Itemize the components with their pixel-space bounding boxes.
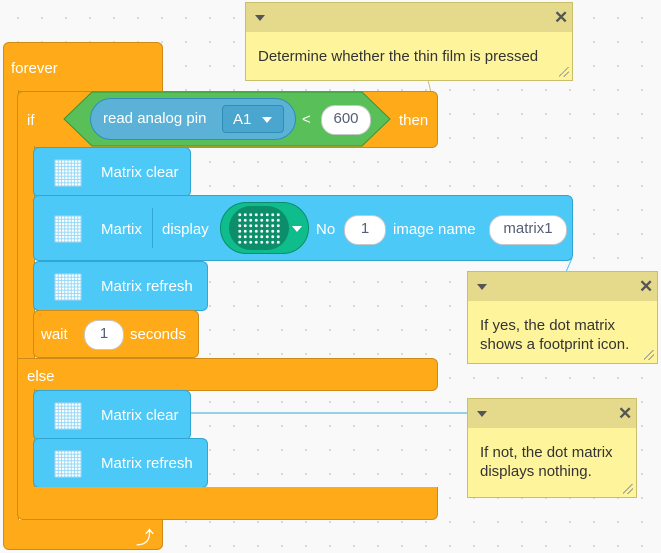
else-label: else [27,368,55,385]
chevron-down-icon[interactable] [255,15,265,21]
matrix-clear-block[interactable]: Matrix clear [33,390,191,440]
forever-block[interactable]: forever [3,42,163,92]
dot-matrix-icon [54,215,82,243]
then-label: then [399,112,429,129]
matrix-refresh-label: Matrix refresh [101,278,193,295]
seconds-label: seconds [130,326,186,343]
operator-symbol: < [302,111,311,128]
display-label: display [162,221,209,238]
chevron-down-icon[interactable] [477,284,487,290]
wait-block[interactable]: wait 1 seconds [33,310,199,358]
image-name-input[interactable]: matrix1 [489,215,567,245]
matrix-clear-label: Matrix clear [101,407,179,424]
close-icon[interactable]: ✕ [639,277,654,296]
forever-bottom[interactable]: ⤴ [3,520,163,550]
image-name-label: image name [393,221,476,238]
threshold-input[interactable]: 600 [321,105,371,135]
comment-text: If not, the dot matrix displays nothing. [480,444,613,480]
chevron-down-icon [292,226,302,232]
wait-label: wait [41,326,68,343]
matrix-module-label: Martix [101,221,142,238]
no-label: No [316,221,336,238]
read-analog-pin-reporter[interactable]: read analog pin A1 [90,98,296,140]
comment-no[interactable]: ✕ If not, the dot matrix displays nothin… [467,398,637,498]
close-icon[interactable]: ✕ [554,8,569,27]
comment-top[interactable]: ✕ Determine whether the thin film is pre… [245,2,573,81]
else-bar[interactable]: else [17,358,438,391]
footprint-matrix-icon [229,206,289,250]
wait-seconds-input[interactable]: 1 [84,320,124,350]
matrix-refresh-block[interactable]: Matrix refresh [33,261,208,311]
resize-handle[interactable] [623,484,633,494]
comment-header[interactable]: ✕ [468,399,636,428]
matrix-display-block[interactable]: Martix display No 1 image name matrix1 [33,195,573,261]
comment-text: If yes, the dot matrix shows a footprint… [480,317,630,353]
read-analog-pin-label: read analog pin [103,110,207,127]
comment-header[interactable]: ✕ [246,3,572,32]
matrix-no-input[interactable]: 1 [344,215,386,245]
pin-dropdown[interactable]: A1 [222,105,284,133]
matrix-refresh-label: Matrix refresh [101,455,193,472]
close-icon[interactable]: ✕ [618,404,633,423]
resize-handle[interactable] [559,67,569,77]
comment-header[interactable]: ✕ [468,272,657,301]
dot-matrix-icon [54,159,82,187]
matrix-clear-label: Matrix clear [101,164,179,181]
chevron-down-icon[interactable] [477,411,487,417]
separator [152,208,153,248]
loop-arrow-icon: ⤴ [136,528,154,548]
dot-matrix-icon [54,402,82,430]
comment-yes[interactable]: ✕ If yes, the dot matrix shows a footpri… [467,271,658,364]
dot-matrix-icon [54,450,82,478]
matrix-refresh-block[interactable]: Matrix refresh [33,438,208,488]
comment-text: Determine whether the thin film is press… [258,48,539,65]
matrix-clear-block[interactable]: Matrix clear [33,147,191,197]
if-label: if [27,112,35,129]
if-bottom [17,487,438,520]
chevron-down-icon [262,117,272,123]
resize-handle[interactable] [644,350,654,360]
matrix-image-dropdown[interactable] [220,202,309,254]
pin-value: A1 [233,111,252,128]
forever-label: forever [11,60,58,77]
dot-matrix-icon [54,273,82,301]
